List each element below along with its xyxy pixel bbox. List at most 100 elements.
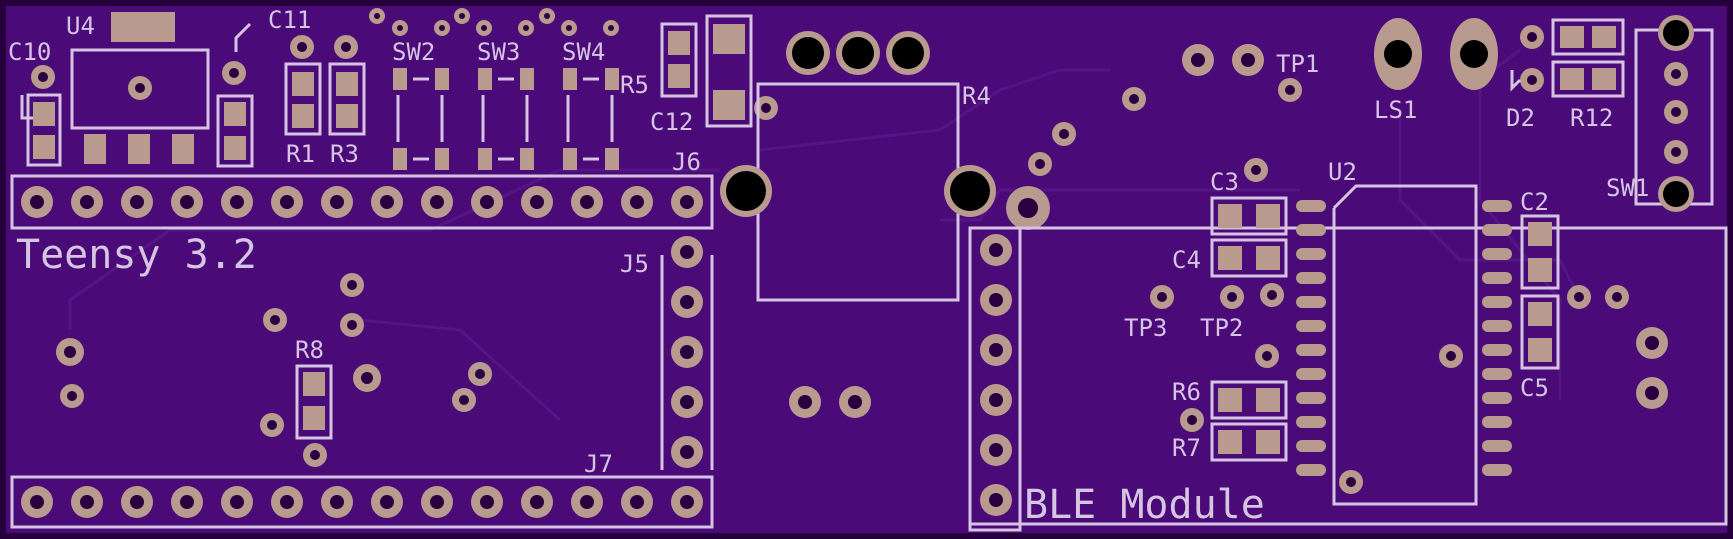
sw1-pins — [1658, 15, 1694, 212]
c10-outline-mark — [20, 95, 34, 120]
refdes-r3: R3 — [330, 140, 359, 168]
r5-pad-1 — [668, 31, 690, 55]
sw4-footprint — [563, 68, 619, 170]
refdes-r1: R1 — [286, 140, 315, 168]
d2-mark — [1510, 70, 1522, 92]
j5-pins — [671, 236, 703, 468]
c5-outline — [1520, 294, 1560, 370]
refdes-r5: R5 — [620, 71, 649, 99]
c11-outline — [216, 94, 254, 168]
r7-pad-2 — [1256, 430, 1280, 454]
r12-outline — [1551, 60, 1625, 98]
r3-pad-2 — [336, 104, 358, 128]
r1-outline — [284, 62, 322, 136]
u4-pin-1 — [84, 134, 106, 164]
c3-outline — [1210, 196, 1288, 236]
r4-footprint — [720, 31, 996, 302]
c11-pad-1 — [224, 102, 246, 126]
d2-outline — [1551, 18, 1625, 56]
j6-pins — [21, 186, 703, 218]
c2-pad-1 — [1528, 222, 1552, 246]
refdes-sw3: SW3 — [477, 38, 520, 66]
u4-pin-2 — [128, 134, 150, 164]
c12-outline — [705, 14, 753, 128]
refdes-r4: R4 — [962, 82, 991, 110]
refdes-j5: J5 — [620, 250, 649, 278]
c12-pad-2 — [713, 90, 745, 120]
j7-pins — [21, 486, 703, 518]
refdes-c4: C4 — [1172, 246, 1201, 274]
refdes-r6: R6 — [1172, 378, 1201, 406]
top-vias — [369, 8, 619, 36]
refdes-c12: C12 — [650, 108, 693, 136]
r12-pad-2 — [1592, 68, 1616, 90]
r8-pad-2 — [303, 406, 325, 430]
u2-left-pads — [1296, 200, 1326, 476]
refdes-sw4: SW4 — [562, 38, 605, 66]
ble-header-outline — [968, 226, 1022, 532]
refdes-d2: D2 — [1506, 104, 1535, 132]
c2-outline — [1520, 214, 1560, 290]
r1-pad-2 — [292, 104, 314, 128]
c5-pad-1 — [1528, 302, 1552, 326]
r5-pad-2 — [668, 64, 690, 88]
c2-pad-2 — [1528, 258, 1552, 282]
j6-outline — [10, 174, 714, 230]
refdes-u4: U4 — [66, 12, 95, 40]
ls1-footprint — [1374, 18, 1498, 90]
r7-outline — [1210, 422, 1288, 462]
c3-pad-2 — [1256, 204, 1280, 228]
refdes-c10: C10 — [8, 38, 51, 66]
refdes-u2: U2 — [1328, 158, 1357, 186]
r8-pad-1 — [303, 372, 325, 396]
u4-outline — [70, 48, 210, 130]
c11-leader — [234, 22, 252, 52]
refdes-j7: J7 — [584, 450, 613, 478]
sw2-footprint — [393, 68, 449, 170]
d2-pad-1 — [1560, 26, 1584, 48]
refdes-r8: R8 — [295, 336, 324, 364]
u2-right-pads — [1482, 200, 1512, 476]
teensy-title: Teensy 3.2 — [16, 232, 257, 278]
c3-pad-1 — [1218, 204, 1242, 228]
refdes-r12: R12 — [1570, 104, 1613, 132]
refdes-sw1: SW1 — [1606, 174, 1649, 202]
refdes-r7: R7 — [1172, 434, 1201, 462]
r5-outline — [660, 22, 698, 98]
c4-pad-2 — [1256, 246, 1280, 270]
r12-pad-1 — [1560, 68, 1584, 90]
j7-outline — [10, 475, 714, 529]
c11-pad-2 — [224, 136, 246, 160]
r6-pad-1 — [1218, 388, 1242, 412]
r3-pad-1 — [336, 72, 358, 96]
ble-header-pins — [980, 234, 1012, 516]
u2-outline — [1332, 184, 1478, 506]
r1-pad-1 — [292, 72, 314, 96]
r8-outline — [295, 364, 333, 440]
c12-pad-1 — [713, 24, 745, 54]
r6-outline — [1210, 380, 1288, 420]
d2-pad-2 — [1592, 26, 1616, 48]
c10-outline — [26, 93, 62, 167]
c4-outline — [1210, 238, 1288, 278]
u4-pin-3 — [172, 134, 194, 164]
refdes-ls1: LS1 — [1374, 96, 1417, 124]
c5-pad-2 — [1528, 338, 1552, 362]
c10-pad-2 — [33, 135, 55, 159]
r3-outline — [328, 62, 366, 136]
c4-pad-1 — [1218, 246, 1242, 270]
refdes-c5: C5 — [1520, 374, 1549, 402]
c10-pad-1 — [33, 102, 55, 126]
refdes-tp1: TP1 — [1276, 50, 1319, 78]
u4-tab-pad — [111, 12, 175, 42]
refdes-j6: J6 — [672, 148, 701, 176]
refdes-c11: C11 — [268, 6, 311, 34]
r7-pad-1 — [1218, 430, 1242, 454]
refdes-c3: C3 — [1210, 168, 1239, 196]
r6-pad-2 — [1256, 388, 1280, 412]
misc-vias-left — [56, 273, 871, 467]
refdes-tp3: TP3 — [1124, 314, 1167, 342]
sw3-footprint — [478, 68, 534, 170]
refdes-c2: C2 — [1520, 188, 1549, 216]
